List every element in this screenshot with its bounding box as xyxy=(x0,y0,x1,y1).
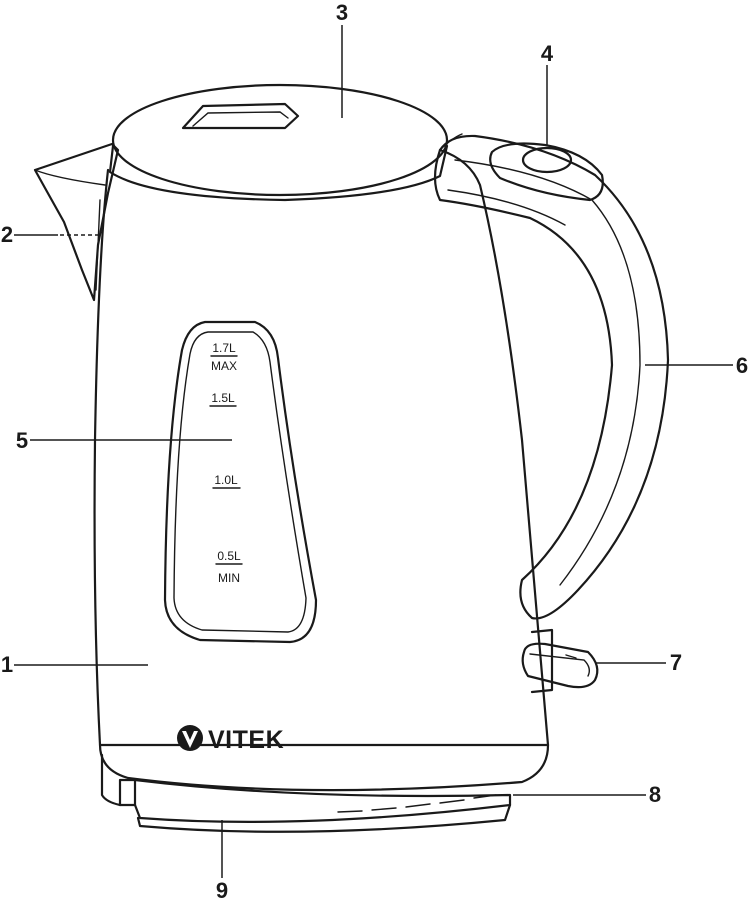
water-level-window xyxy=(163,320,318,644)
leader-lines xyxy=(14,25,733,878)
power-indicator-dashes xyxy=(337,794,497,813)
scale-min-label: MIN xyxy=(218,571,240,585)
handle xyxy=(433,134,670,620)
callout-1: 1 xyxy=(1,652,13,677)
brand-name: VITEK xyxy=(208,726,284,754)
scale-mark-1-5: 1.5L xyxy=(211,391,235,405)
lid-button xyxy=(489,142,604,202)
vitek-logo: VITEK xyxy=(177,725,284,754)
callout-8: 8 xyxy=(649,782,661,807)
callout-7: 7 xyxy=(670,650,682,675)
scale-min-volume: 0.5L xyxy=(217,549,241,563)
power-switch xyxy=(521,628,599,694)
scale-max-volume: 1.7L xyxy=(212,341,236,355)
vitek-logo-icon xyxy=(177,725,203,751)
scale-max-label: MAX xyxy=(211,359,237,373)
kettle-base xyxy=(98,743,550,833)
callout-6: 6 xyxy=(736,353,748,378)
callout-4: 4 xyxy=(541,41,554,66)
water-scale: 1.7L MAX 1.5L 1.0L 0.5L MIN xyxy=(209,341,243,585)
callout-9: 9 xyxy=(216,878,228,903)
scale-mark-1-0: 1.0L xyxy=(214,473,238,487)
lid xyxy=(108,83,449,202)
callout-3: 3 xyxy=(336,0,348,25)
spout xyxy=(33,142,120,302)
callout-2: 2 xyxy=(1,222,13,247)
callout-5: 5 xyxy=(16,428,28,453)
